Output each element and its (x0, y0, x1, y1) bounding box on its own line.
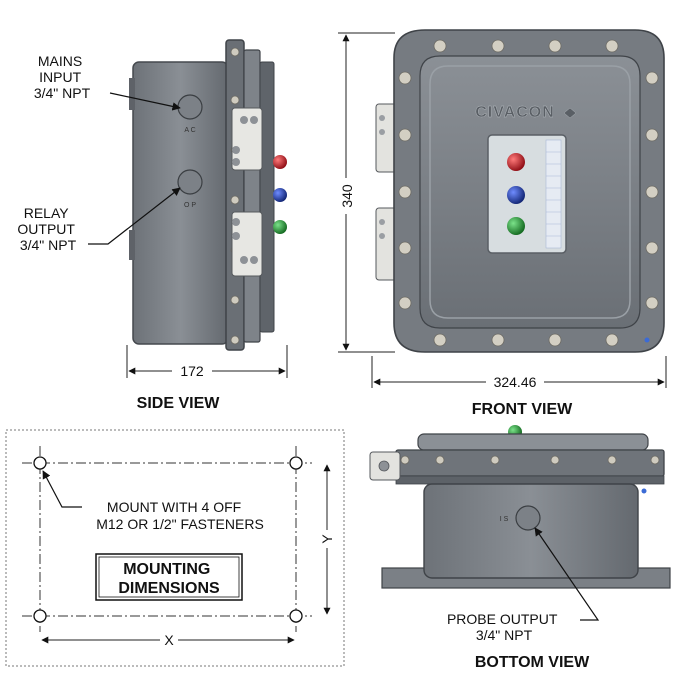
led-green (507, 217, 525, 235)
side-view-hinge-top (231, 107, 263, 171)
port-op (177, 169, 203, 195)
mounting-holes (33, 456, 303, 623)
side-view-led-red (273, 155, 287, 169)
front-height-dim: 340 (339, 184, 355, 208)
led-blue (507, 186, 525, 204)
mounting-frame (5, 429, 345, 667)
relay-callout: RELAY OUTPUT 3/4" NPT (17, 205, 78, 253)
front-view-title: FRONT VIEW (472, 401, 573, 418)
port-ac-label: A C (184, 127, 195, 134)
relay-leader (88, 187, 181, 245)
side-view-hinge-bottom (231, 211, 263, 277)
front-width-dim: 324.46 (494, 374, 537, 390)
mounting-title: MOUNTING DIMENSIONS (118, 561, 220, 597)
brand-logo: CIVACON (475, 104, 555, 121)
port-ac (177, 94, 203, 120)
port-is (515, 505, 541, 531)
side-view-led-green (273, 220, 287, 234)
bottom-view-body (423, 483, 639, 579)
side-view: A C O P MAINS INPUT 3/4" NPT RELAY OUTPU… (17, 39, 288, 412)
side-width-dim: 172 (180, 363, 204, 379)
mounting-dimensions: MOUNT WITH 4 OFF M12 OR 1/2" FASTENERS M… (5, 429, 345, 667)
probe-leader (534, 527, 600, 621)
mains-leader (109, 92, 181, 111)
front-view-bolts (398, 39, 659, 347)
bottom-view-title: BOTTOM VIEW (475, 654, 590, 671)
side-view-title: SIDE VIEW (137, 395, 221, 412)
mounting-title-box (95, 553, 243, 601)
mounting-note-leader (42, 470, 82, 508)
port-op-label: O P (184, 202, 196, 209)
bottom-view-flange (395, 449, 665, 477)
side-view-led-blue (273, 188, 287, 202)
port-is-label: I S (500, 516, 509, 523)
front-view: CIVACON 340 324.46 FRONT VIEW (334, 29, 667, 418)
y-dim-label: Y (319, 534, 335, 544)
x-dim-label: X (164, 632, 174, 648)
bottom-view: I S PROBE OUTPUT 3/4" NPT BOTTOM VIEW (369, 425, 671, 671)
probe-callout: PROBE OUTPUT 3/4" NPT (447, 611, 561, 643)
mounting-note: MOUNT WITH 4 OFF M12 OR 1/2" FASTENERS (96, 499, 264, 532)
led-red (507, 153, 525, 171)
mains-callout: MAINS INPUT 3/4" NPT (34, 53, 91, 101)
